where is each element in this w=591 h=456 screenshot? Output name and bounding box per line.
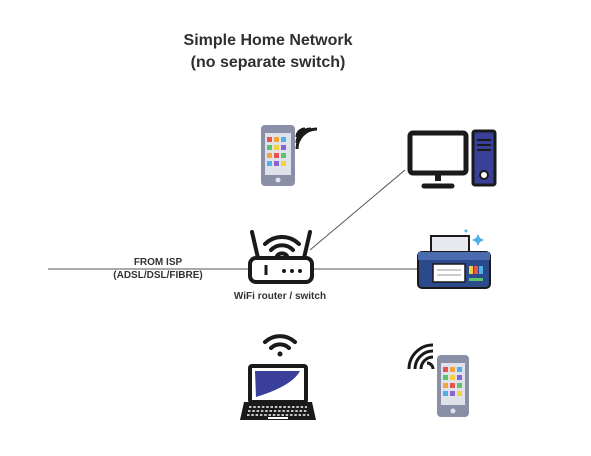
isp-label: FROM ISP (ADSL/DSL/FIBRE) <box>78 256 238 282</box>
isp-label-line1: FROM ISP <box>133 257 183 268</box>
wifi-router-icon <box>248 230 314 284</box>
smartphone-icon <box>407 343 469 417</box>
isp-label-line2: (ADSL/DSL/FIBRE) <box>113 270 203 281</box>
printer-icon <box>417 229 491 289</box>
diagram-title: Simple Home Network <box>183 32 353 49</box>
router-to-desktop-line <box>309 169 406 251</box>
diagram-subtitle: (no separate switch) <box>190 54 346 71</box>
router-label: WiFi router / switch <box>233 291 327 302</box>
desktop-computer-icon <box>407 129 497 189</box>
laptop-icon <box>240 334 316 420</box>
smartphone-icon <box>261 125 318 186</box>
